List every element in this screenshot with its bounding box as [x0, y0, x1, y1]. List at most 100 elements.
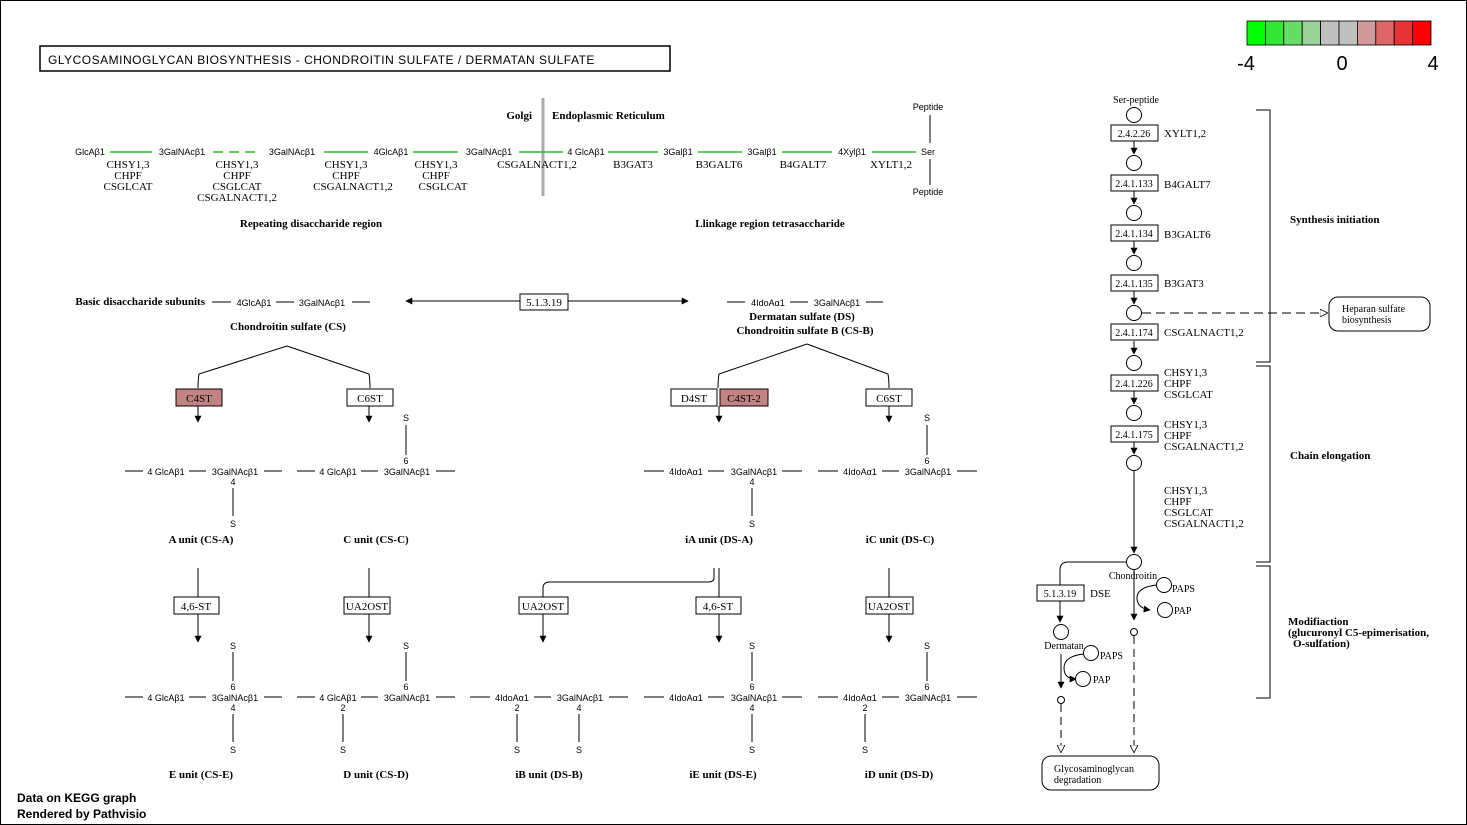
units-row2: 4 GlcAβ1 3GalNAcβ1 S 6 4 S E unit (CS-E)…	[125, 641, 977, 781]
enzyme-ua2ost-cs[interactable]: UA2OST	[343, 596, 391, 615]
er-label: Endoplasmic Reticulum	[552, 110, 665, 122]
unit-name: iD unit (DS-D)	[865, 769, 934, 781]
dse-label: DSE	[1090, 588, 1111, 600]
unit-name: C unit (CS-C)	[343, 534, 409, 546]
ec-box[interactable]: 2.4.1.134	[1110, 224, 1159, 242]
footer-line2: Rendered by Pathvisio	[17, 807, 146, 821]
peptide-top: Peptide	[913, 102, 944, 112]
degradation-map-link[interactable]: Glycosaminoglycan degradation	[1041, 755, 1160, 791]
enzyme-c6st-left[interactable]: C6ST	[346, 388, 394, 407]
enzyme-46st-right[interactable]: 4,6-ST	[695, 596, 742, 615]
compound-node[interactable]	[1126, 255, 1142, 271]
paps-label: PAPS	[1172, 584, 1195, 595]
linkage-residue: 3Galβ1	[663, 147, 692, 157]
legend-swatch	[1393, 20, 1413, 46]
ec-box[interactable]: 2.4.2.26	[1110, 124, 1159, 142]
dse-ec-box[interactable]: 5.1.3.19	[1036, 584, 1085, 602]
pap-node[interactable]	[1075, 671, 1091, 687]
unit-residue: 4 GlcAβ1	[319, 693, 356, 703]
gene-label: CHPF	[223, 170, 251, 182]
gene-label: CSGLCAT	[104, 181, 153, 193]
paps-node[interactable]	[1083, 645, 1099, 661]
enzyme-c4st[interactable]: C4ST	[175, 388, 223, 407]
legend-swatch	[1283, 20, 1303, 46]
compound-node[interactable]	[1126, 355, 1142, 371]
unit-residue: 3GalNAcβ1	[384, 467, 430, 477]
sulfate-label: S	[230, 519, 236, 529]
epimerase-box[interactable]: 5.1.3.19	[519, 293, 569, 311]
sulfate-label: S	[749, 745, 755, 755]
sulfate-pos: 6	[230, 682, 235, 692]
paps-node[interactable]	[1156, 577, 1172, 593]
chondroitin-label: Chondroitin	[1109, 571, 1157, 582]
enzyme-label: C6ST	[357, 393, 383, 405]
ec-box[interactable]: 2.4.1.133	[1110, 174, 1159, 192]
sulfate-pos: 2	[340, 703, 345, 713]
unit-residue: 3GalNAcβ1	[212, 693, 258, 703]
ec-box[interactable]: 2.4.1.174	[1110, 323, 1159, 341]
enzyme-ua2ost-ds[interactable]: UA2OST	[518, 596, 569, 615]
gene-label: CSGLCAT	[1164, 507, 1213, 519]
enzyme-c6st-right[interactable]: C6ST	[865, 388, 913, 407]
basic-disaccharides: Basic disaccharide subunits 4GlcAβ1 3Gal…	[75, 293, 883, 337]
compound-node[interactable]	[1126, 205, 1142, 221]
enzyme-c4st2[interactable]: C4ST-2	[719, 388, 769, 407]
golgi-label: Golgi	[506, 110, 532, 122]
compound-node[interactable]	[1130, 628, 1138, 636]
legend-swatch	[1246, 20, 1266, 46]
ec-box[interactable]: 2.4.1.226	[1110, 374, 1159, 392]
phase-modification: (glucuronyl C5-epimerisation,	[1288, 627, 1429, 639]
legend-swatch	[1265, 20, 1285, 46]
cs-residue: 4GlcAβ1	[237, 298, 272, 308]
sulfate-pos: 4	[749, 477, 754, 487]
phase-elongation: Chain elongation	[1290, 450, 1370, 462]
gene-label: CHSY1,3	[1164, 485, 1208, 497]
unit-residue: 3GalNAcβ1	[731, 693, 777, 703]
sulfate-label: S	[749, 641, 755, 651]
dermatan-label: Dermatan	[1044, 641, 1083, 652]
sulfate-pos: 2	[514, 703, 519, 713]
ds-residue: 4IdoAα1	[751, 298, 785, 308]
mid-enzymes: C4ST C6ST D4ST C4ST-2 C6ST	[175, 388, 913, 423]
compound-node[interactable]	[1126, 305, 1142, 321]
branch-lines	[197, 343, 890, 389]
gene-label: CHPF	[422, 170, 450, 182]
gene-label: B3GALT6	[1164, 229, 1211, 241]
enzyme-ua2ost-ic[interactable]: UA2OST	[865, 596, 914, 615]
linkage-residue: 4Xylβ1	[838, 147, 866, 157]
ec-label: 2.4.2.26	[1118, 129, 1151, 140]
compound-node[interactable]	[1126, 455, 1142, 471]
pap-node[interactable]	[1157, 602, 1173, 618]
compound-node[interactable]	[1126, 107, 1142, 123]
phase-modification: Modifiaction	[1288, 616, 1349, 628]
compound-node[interactable]	[1126, 155, 1142, 171]
gene-label: CHPF	[1164, 378, 1192, 390]
bracket-modification	[1256, 565, 1271, 699]
sulfate-pos: 4	[230, 477, 235, 487]
sulfate-label: S	[340, 745, 346, 755]
compound-node[interactable]	[1057, 696, 1065, 704]
chondroitin-node[interactable]	[1126, 554, 1142, 570]
linkage-residue: 3GalNAcβ1	[159, 147, 205, 157]
sulfate-label: S	[862, 745, 868, 755]
sulfate-label: S	[576, 745, 582, 755]
dermatan-node[interactable]	[1053, 624, 1069, 640]
gene-label: CSGALNACT1,2	[197, 192, 277, 204]
compound-node[interactable]	[1126, 405, 1142, 421]
degradation-label: degradation	[1054, 775, 1101, 786]
enzyme-d4st[interactable]: D4ST	[670, 388, 718, 407]
gene-label: B4GALT7	[1164, 179, 1211, 191]
right-pathway: Ser-peptide 2.4.2.26 2.4.1.133 2.4.1.134…	[1036, 95, 1431, 791]
ec-box[interactable]: 2.4.1.175	[1110, 425, 1159, 443]
gene-label: CSGALNACT1,2	[1164, 441, 1244, 453]
ds-name: Dermatan sulfate (DS)	[749, 311, 855, 323]
enzyme-label: UA2OST	[522, 601, 564, 613]
sulfate-label: S	[403, 413, 409, 423]
enzyme-46st-left[interactable]: 4,6-ST	[173, 596, 220, 615]
gene-label: CHSY1,3	[106, 159, 150, 171]
paps-label: PAPS	[1100, 651, 1123, 662]
sulfate-label: S	[924, 413, 930, 423]
sulfate-pos: 6	[924, 456, 929, 466]
heparan-map-link[interactable]: Heparan sulfate biosynthesis	[1328, 296, 1431, 332]
ec-box[interactable]: 2.4.1.135	[1110, 274, 1159, 292]
